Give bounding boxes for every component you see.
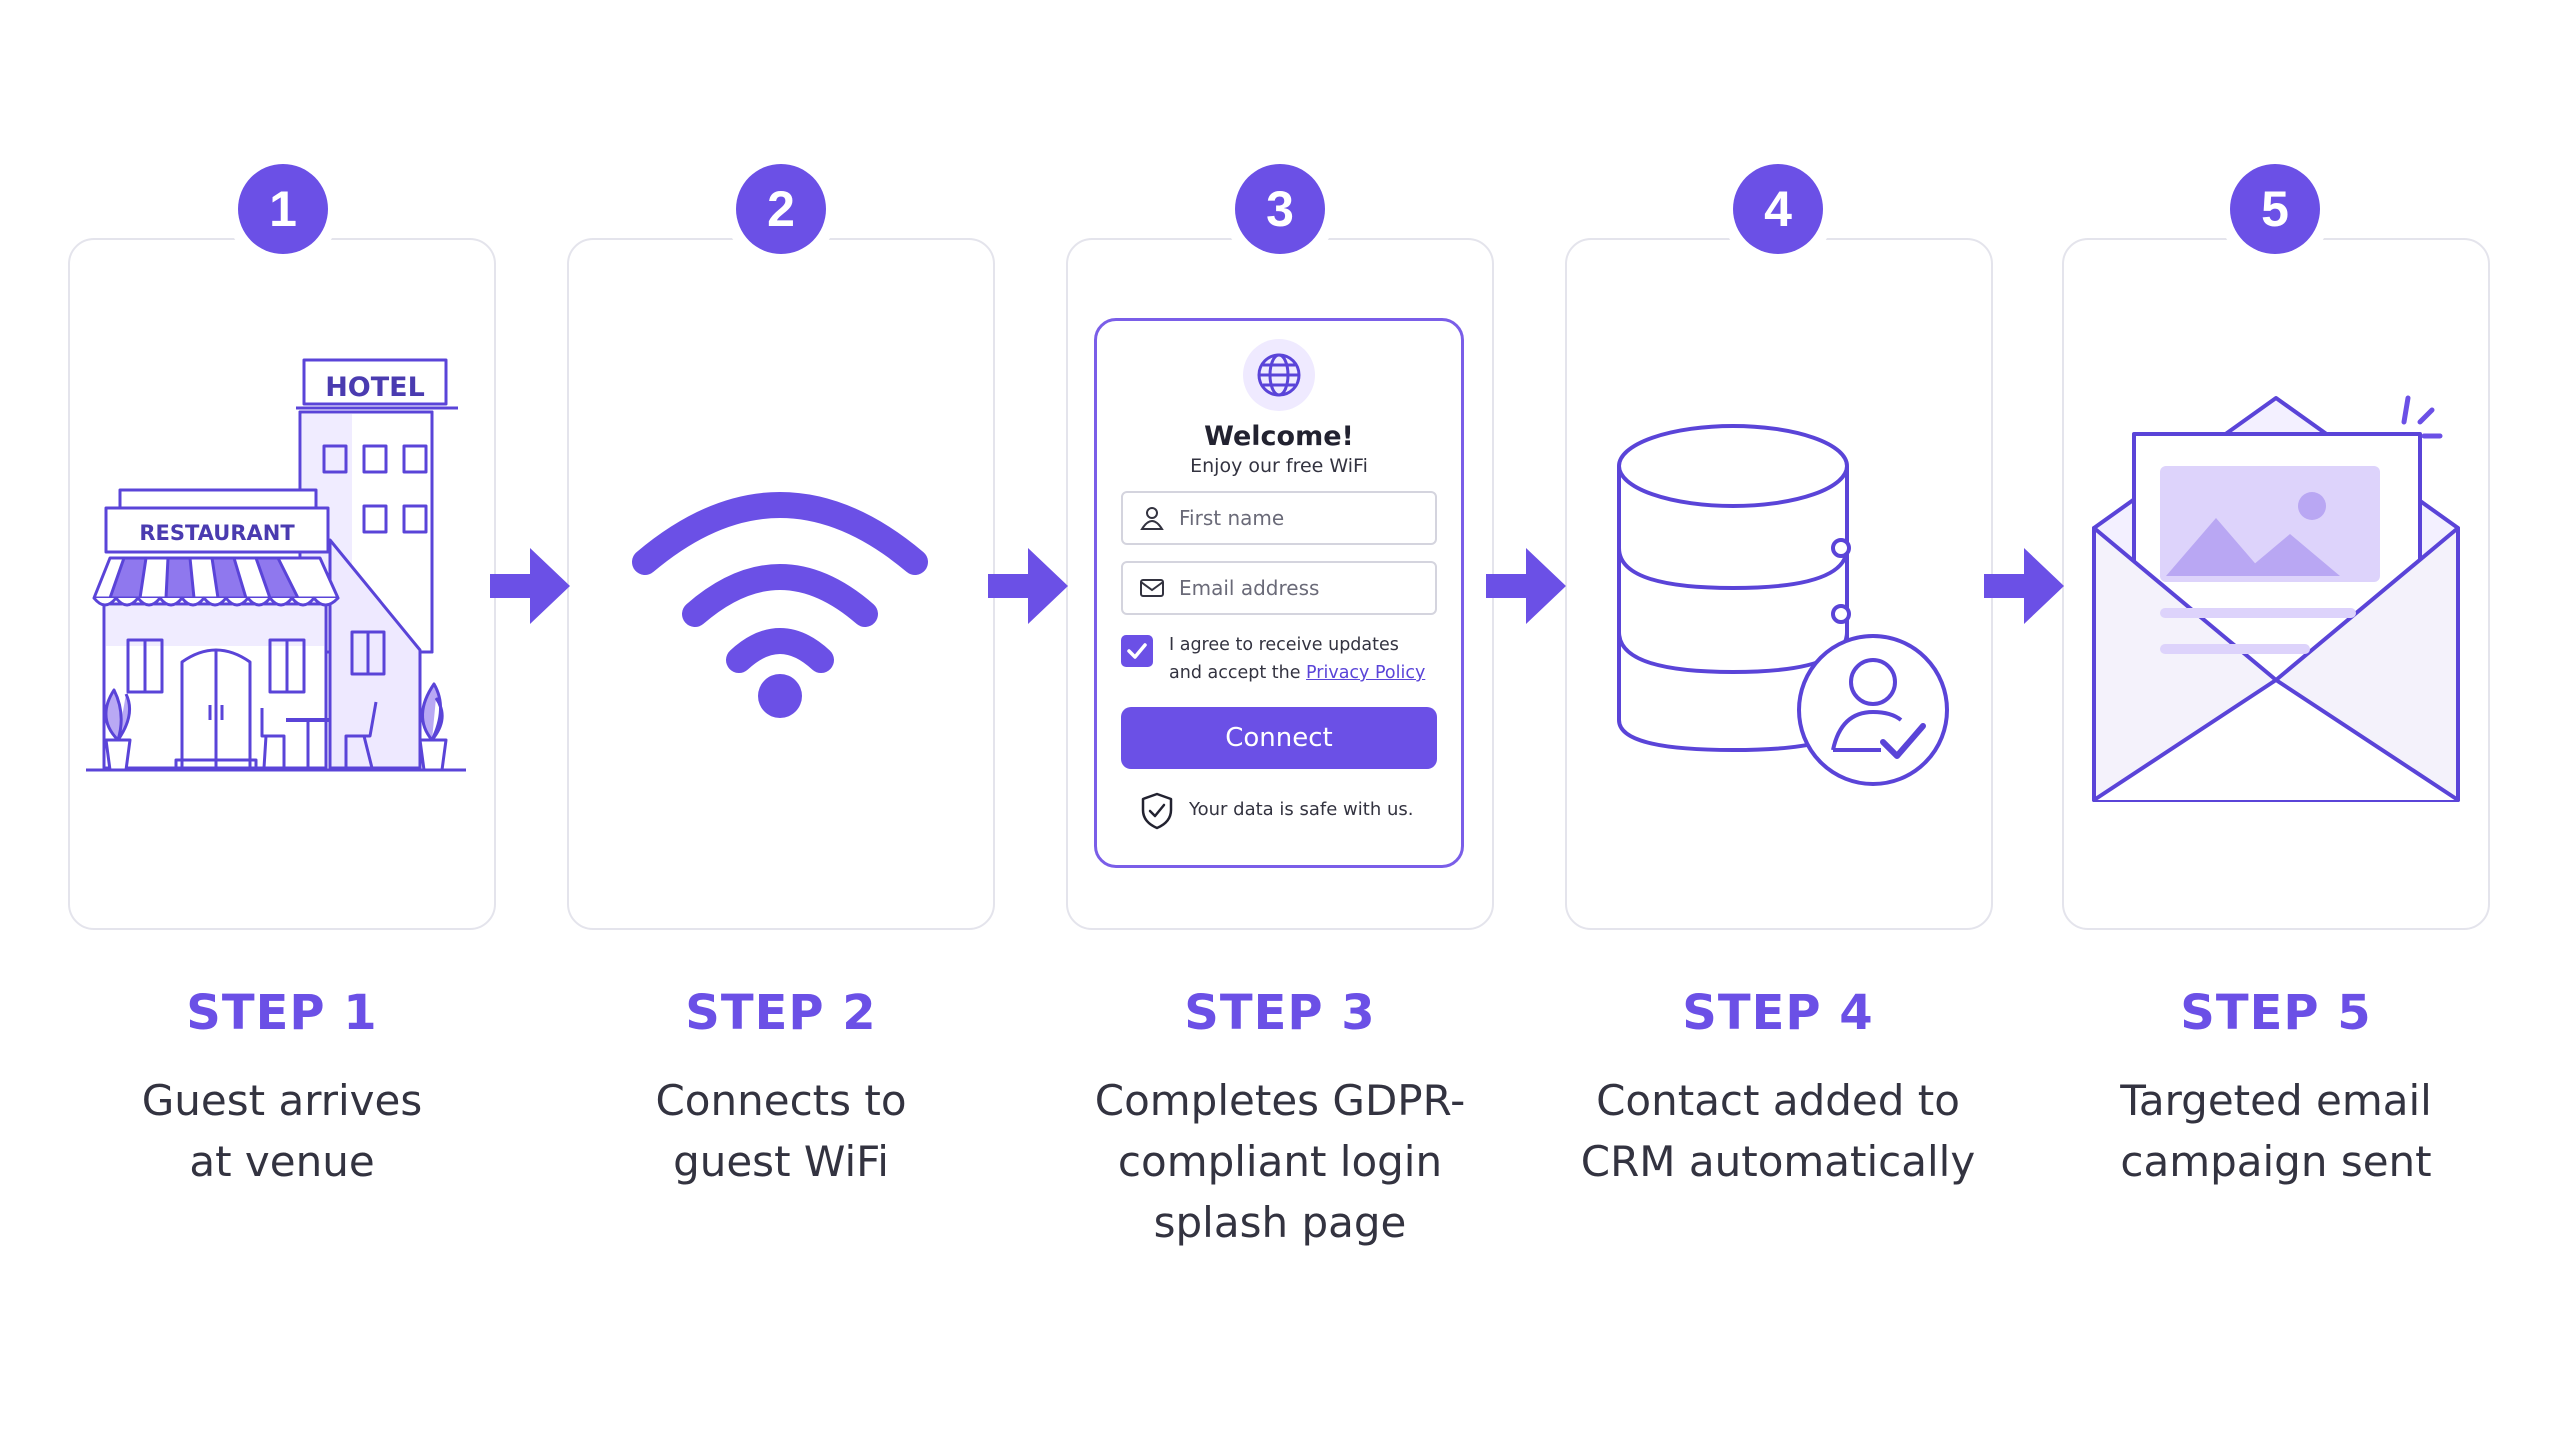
wifi-icon	[632, 492, 928, 718]
arrow-right-icon	[490, 548, 570, 624]
step-5-badge: 5	[2230, 164, 2320, 254]
email-placeholder: Email address	[1179, 576, 1320, 600]
first-name-placeholder: First name	[1179, 506, 1285, 530]
consent-label: I agree to receive updates and accept th…	[1169, 635, 1399, 683]
globe-icon	[1257, 353, 1301, 397]
welcome-title: Welcome!	[1204, 421, 1354, 452]
welcome-subtitle: Enjoy our free WiFi	[1190, 455, 1368, 477]
email-icon	[2092, 395, 2460, 802]
mail-icon	[1140, 579, 1164, 597]
step-3-title: STEP 3	[1184, 985, 1376, 1041]
safe-notice: Your data is safe with us.	[1139, 791, 1439, 831]
step-1-description: Guest arrives at venue	[141, 1076, 423, 1186]
step-4-badge: 4	[1733, 164, 1823, 254]
step-3-badge: 3	[1235, 164, 1325, 254]
arrow-right-icon	[1486, 548, 1566, 624]
connect-button[interactable]: Connect	[1121, 707, 1437, 769]
arrow-right-icon	[988, 548, 1068, 624]
check-icon	[1127, 643, 1147, 659]
consent-checkbox[interactable]	[1121, 635, 1153, 667]
step-2-description: Connects to guest WiFi	[655, 1076, 907, 1186]
step-2-title: STEP 2	[685, 985, 877, 1041]
step-1-title: STEP 1	[186, 985, 378, 1041]
splash-page: Welcome! Enjoy our free WiFi First name …	[1094, 318, 1464, 868]
step-5-title: STEP 5	[2180, 985, 2372, 1041]
hotel-sign: HOTEL	[325, 372, 425, 403]
step-2-badge: 2	[736, 164, 826, 254]
step-5-description: Targeted email campaign sent	[2120, 1076, 2432, 1186]
arrow-right-icon	[1984, 548, 2064, 624]
user-icon	[1140, 507, 1164, 530]
safe-text: Your data is safe with us.	[1189, 799, 1414, 820]
step-3-description: Completes GDPR- compliant login splash p…	[1094, 1076, 1466, 1247]
shield-check-icon	[1141, 792, 1173, 830]
step-4-description: Contact added to CRM automatically	[1580, 1076, 1976, 1186]
venue-illustration: HOTEL RESTAURANT	[86, 358, 466, 772]
database-user-icon	[1617, 424, 1949, 786]
step-4-title: STEP 4	[1682, 985, 1874, 1041]
consent-text: I agree to receive updates and accept th…	[1169, 631, 1449, 687]
first-name-field[interactable]: First name	[1121, 491, 1437, 545]
restaurant-sign: RESTAURANT	[139, 521, 295, 545]
email-field[interactable]: Email address	[1121, 561, 1437, 615]
consent-row: I agree to receive updates and accept th…	[1121, 631, 1441, 687]
step-1-badge: 1	[238, 164, 328, 254]
globe-icon-wrap	[1243, 339, 1315, 411]
privacy-policy-link[interactable]: Privacy Policy	[1306, 663, 1426, 683]
